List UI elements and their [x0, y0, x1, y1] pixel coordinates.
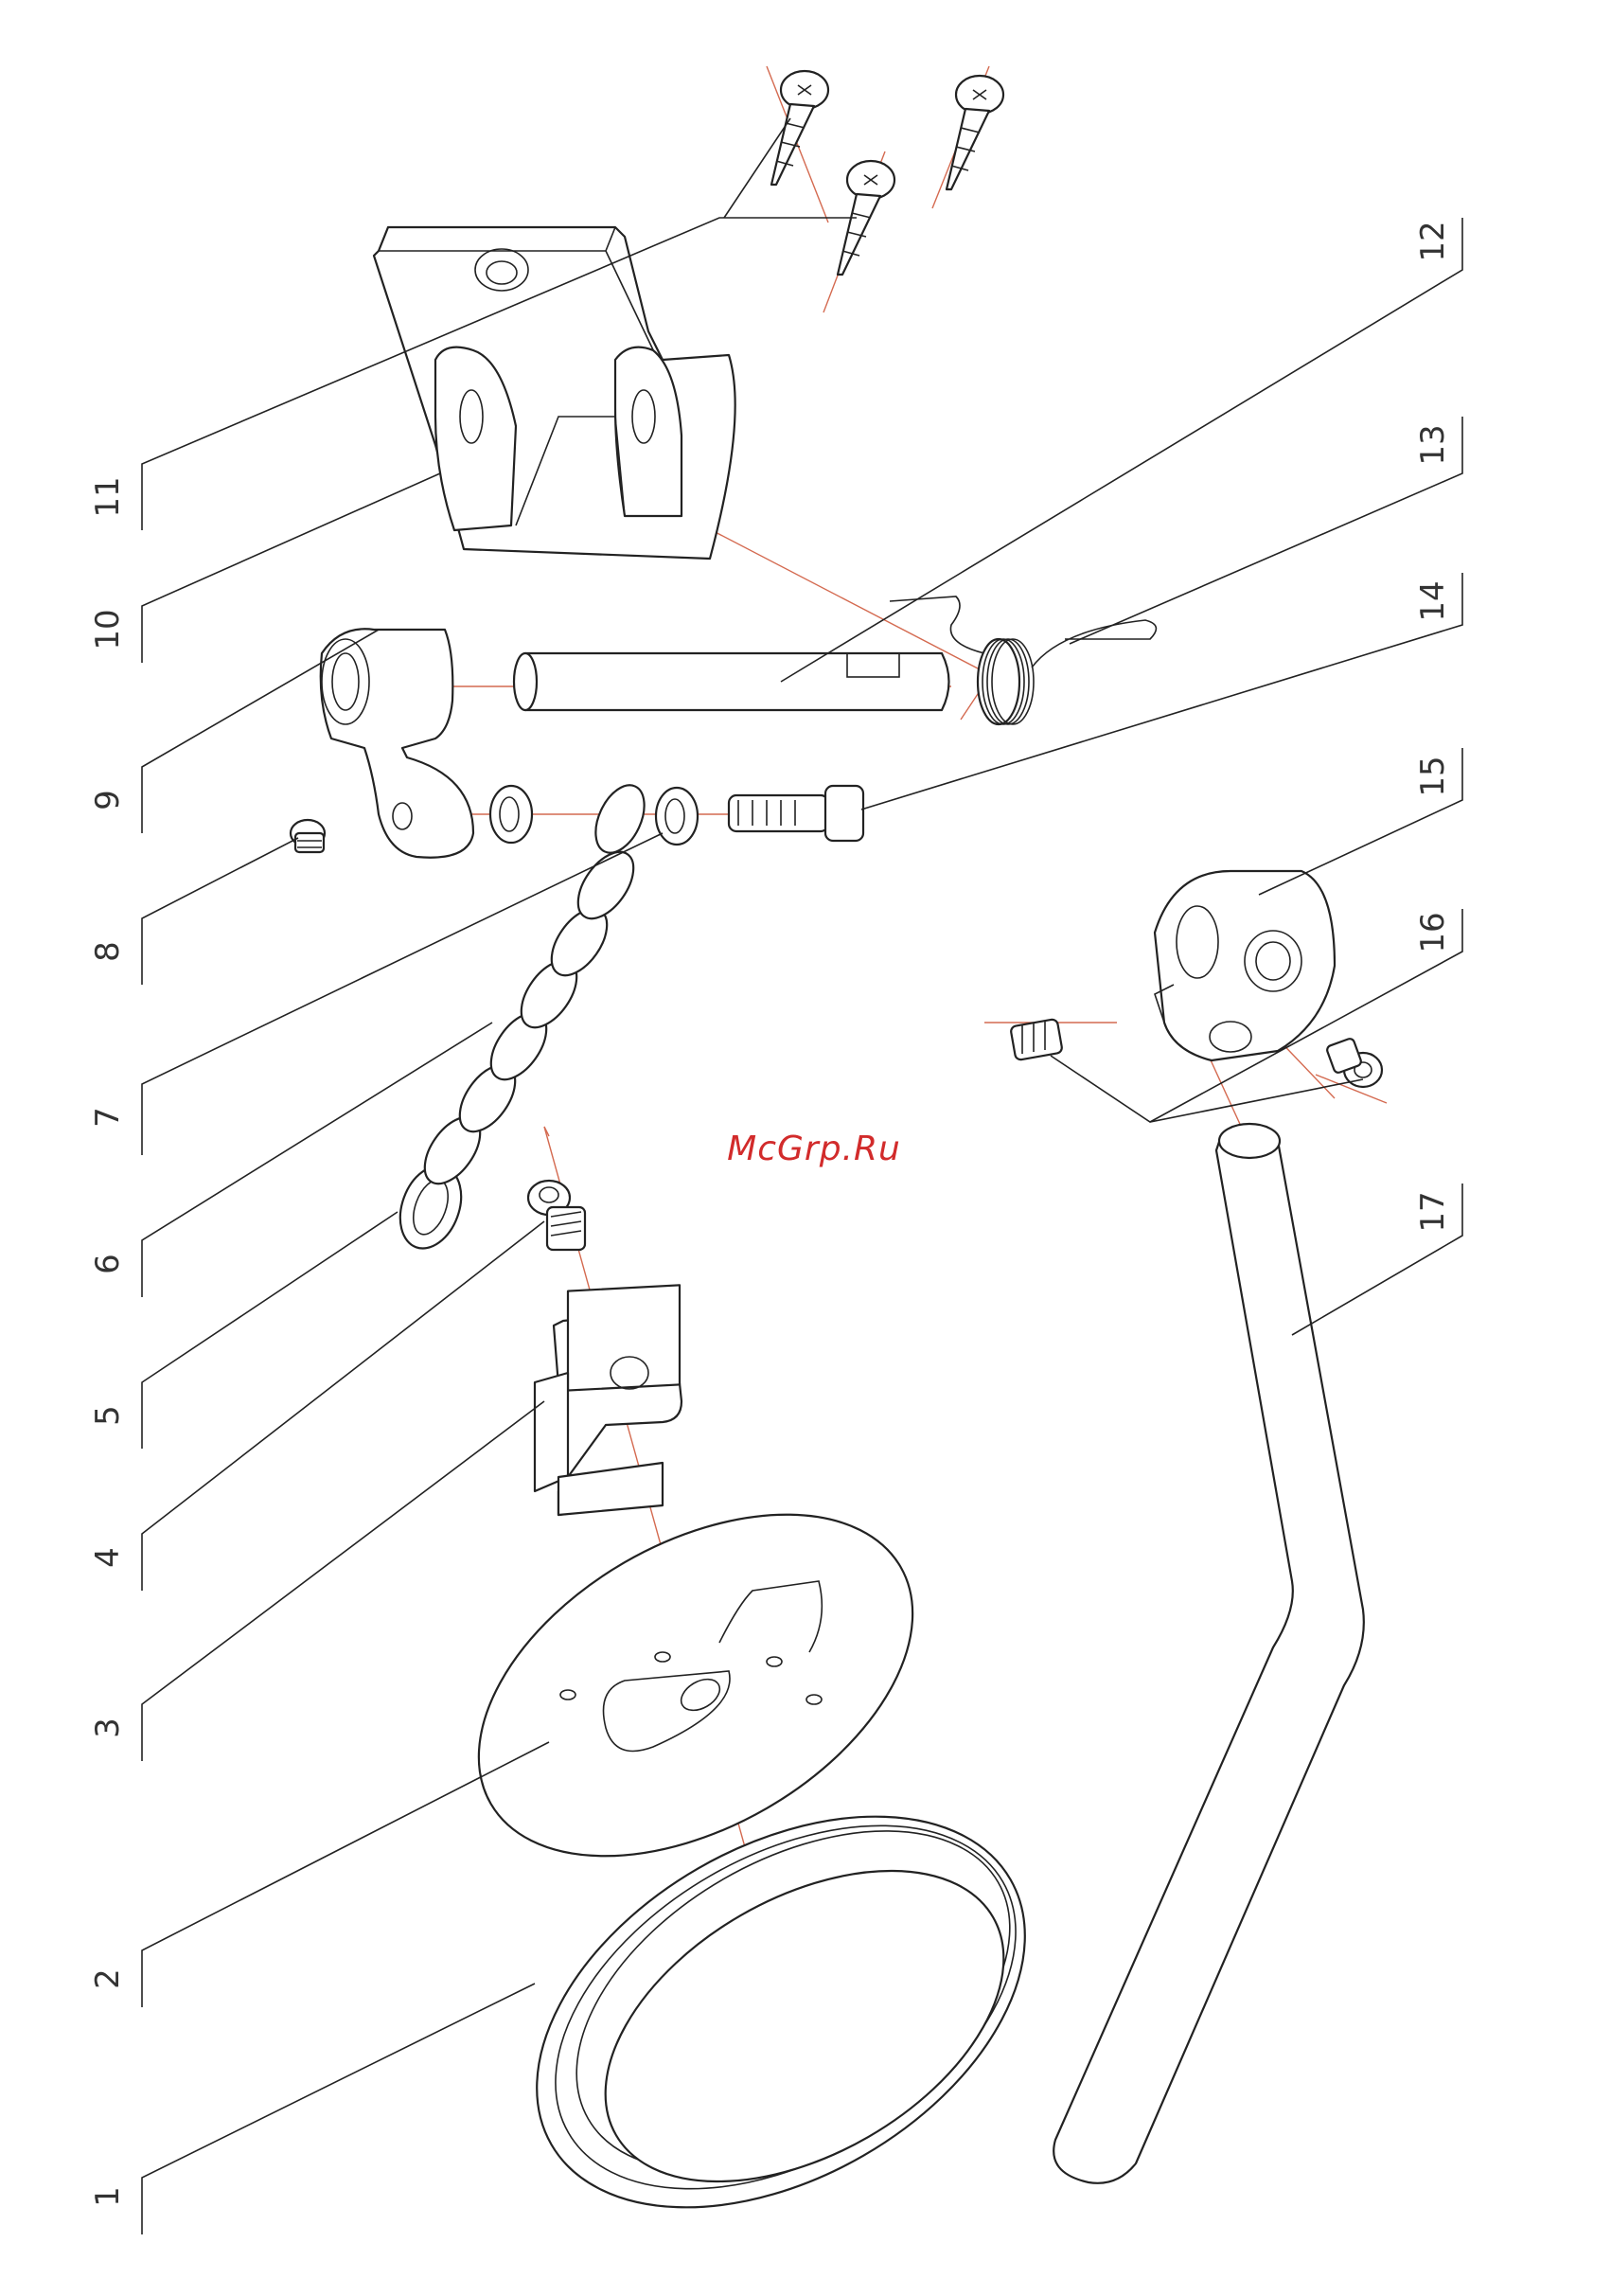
callout-8: 8 — [89, 941, 127, 962]
part-7-washers — [490, 786, 698, 845]
callout-7: 7 — [89, 1107, 127, 1128]
callout-16: 16 — [1414, 912, 1452, 952]
callout-3: 3 — [89, 1718, 127, 1738]
callout-4: 4 — [89, 1547, 127, 1568]
part-9-lever-arm — [321, 629, 473, 857]
callout-13: 13 — [1414, 424, 1452, 465]
part-14-bolt — [729, 786, 863, 841]
callout-11: 11 — [89, 476, 127, 517]
part-10-bracket — [374, 227, 735, 559]
part-4-screw — [528, 1181, 585, 1250]
callout-17: 17 — [1414, 1191, 1452, 1232]
callout-10: 10 — [89, 609, 127, 650]
callout-5: 5 — [89, 1405, 127, 1426]
part-12-pin — [514, 653, 949, 710]
watermark: McGrp.Ru — [727, 1130, 901, 1168]
callout-14: 14 — [1414, 580, 1452, 621]
part-8-set-screw — [291, 820, 325, 852]
callout-2: 2 — [89, 1968, 127, 1989]
part-3-clamp-plate — [535, 1285, 682, 1515]
callout-6: 6 — [89, 1254, 127, 1274]
part-17-bent-rod — [1053, 1124, 1364, 2183]
callout-1: 1 — [89, 2186, 127, 2207]
callout-15: 15 — [1414, 756, 1452, 796]
callout-12: 12 — [1414, 221, 1452, 261]
part-11-screws — [771, 71, 1003, 275]
part-15-block — [1155, 871, 1335, 1060]
callout-9: 9 — [89, 790, 127, 810]
